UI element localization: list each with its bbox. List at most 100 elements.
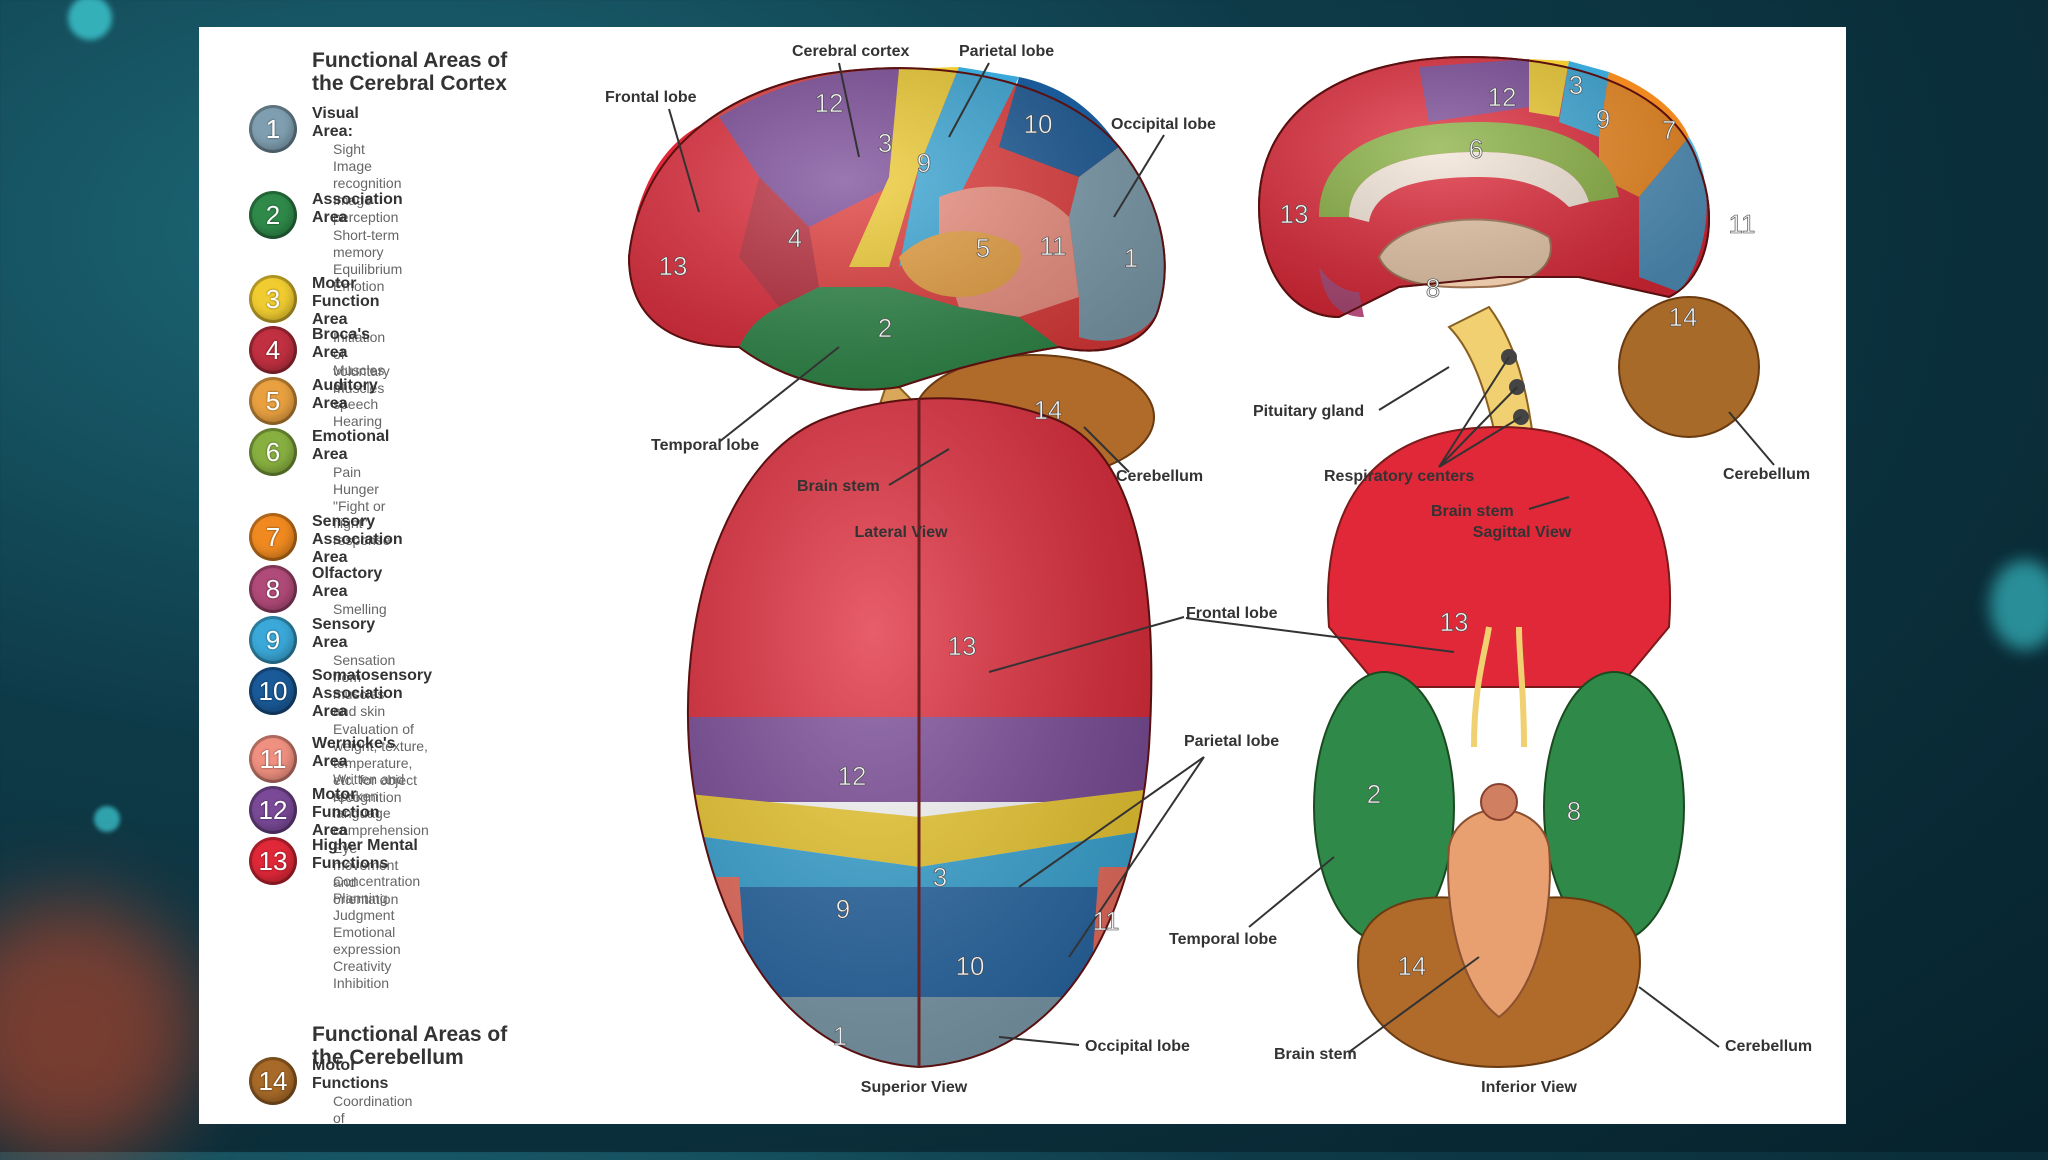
legend-item-detail: Sight bbox=[333, 141, 365, 157]
legend-item-name: Wernicke's Area bbox=[312, 735, 396, 770]
legend-item-detail: Muscles of speech bbox=[333, 362, 385, 412]
legend-item-detail: temperature, etc. for object recognition bbox=[333, 755, 418, 805]
legend-number-badge: 10 bbox=[249, 667, 297, 715]
inferior-label-cerebellum: Cerebellum bbox=[1725, 1038, 1812, 1055]
background-glow-left bbox=[94, 806, 120, 832]
sagittal-number-7: 7 bbox=[1662, 115, 1676, 145]
legend-item-name: Higher Mental Functions bbox=[312, 837, 418, 872]
legend-item-name: Motor Function Area bbox=[312, 275, 380, 328]
sagittal-label-respiratory-centers: Respiratory centers bbox=[1324, 468, 1474, 485]
legend-item-detail: Smelling bbox=[333, 601, 387, 617]
inferior-leader-cerebellum bbox=[1638, 986, 1720, 1048]
legend-item-name: Olfactory Area bbox=[312, 565, 383, 600]
lateral-number-5: 5 bbox=[976, 233, 990, 263]
inferior-pituitary bbox=[1480, 783, 1518, 821]
legend-item-name: Visual Area: bbox=[312, 105, 359, 140]
sagittal-leader-resp-1 bbox=[1438, 356, 1510, 468]
superior-label-occipital-lobe: Occipital lobe bbox=[1085, 1038, 1190, 1055]
legend-item-detail: Image perception bbox=[333, 192, 399, 225]
lateral-label-temporal-lobe: Temporal lobe bbox=[651, 437, 759, 454]
legend-item-name: Sensory Area bbox=[312, 616, 376, 651]
lateral-number-4: 4 bbox=[788, 223, 802, 253]
sagittal-number-3: 3 bbox=[1569, 70, 1583, 100]
lateral-leader-occipital bbox=[1113, 134, 1165, 218]
sagittal-label-pituitary-gland: Pituitary gland bbox=[1253, 403, 1364, 420]
inferior-label-brain-stem: Brain stem bbox=[1274, 1046, 1357, 1063]
lateral-label-cerebral-cortex: Cerebral cortex bbox=[792, 43, 909, 60]
olfactory-tract-left bbox=[1471, 626, 1492, 748]
superior-leader-parietal bbox=[1018, 756, 1205, 888]
legend-item-detail: Planning bbox=[333, 890, 388, 906]
brain-chart-card: Functional Areas of the Cerebral Cortex … bbox=[199, 27, 1846, 1124]
inferior-number-14: 14 bbox=[1398, 951, 1427, 981]
legend-number-badge: 7 bbox=[249, 513, 297, 561]
superior-number-11: 11 bbox=[1093, 906, 1120, 936]
lateral-leader-cortex bbox=[838, 62, 860, 158]
lateral-number-11: 11 bbox=[1040, 231, 1067, 261]
sagittal-leader-resp-3 bbox=[1438, 416, 1522, 468]
lateral-number-2: 2 bbox=[878, 313, 892, 343]
legend-item-detail: Written and spoken language comprehensio… bbox=[333, 771, 429, 838]
legend-item-detail: Emotional expression bbox=[333, 924, 401, 957]
sagittal-outline-shading bbox=[1257, 55, 1710, 319]
legend-number-badge: 13 bbox=[249, 837, 297, 885]
legend-item-detail: Hunger bbox=[333, 481, 379, 497]
inferior-label-temporal-lobe: Temporal lobe bbox=[1169, 931, 1277, 948]
sagittal-number-9: 9 bbox=[1596, 104, 1610, 134]
lateral-label-brain-stem: Brain stem bbox=[797, 478, 880, 495]
sagittal-label-brain-stem: Brain stem bbox=[1431, 503, 1514, 520]
legend-heading-line: Functional Areas of bbox=[312, 1023, 508, 1046]
sagittal-number-8: 8 bbox=[1426, 273, 1440, 303]
lateral-leader-stem bbox=[888, 448, 950, 486]
sagittal-number-11: 11 bbox=[1729, 209, 1756, 239]
legend-item-detail: Judgment bbox=[333, 907, 395, 923]
legend: Functional Areas of the Cerebral Cortex … bbox=[249, 49, 679, 1124]
superior-view-caption: Superior View bbox=[861, 1079, 968, 1096]
sagittal-number-14: 14 bbox=[1669, 302, 1698, 332]
superior-number-12: 12 bbox=[838, 761, 867, 791]
sagittal-number-6: 6 bbox=[1469, 134, 1483, 164]
superior-number-10: 10 bbox=[956, 951, 985, 981]
sagittal-leader-resp-2 bbox=[1438, 386, 1518, 468]
legend-number-badge: 9 bbox=[249, 616, 297, 664]
legend-item-detail: Initiation of voluntary muscles bbox=[333, 329, 390, 396]
legend-item-name: Auditory Area bbox=[312, 377, 378, 412]
legend-item-detail: Pain bbox=[333, 464, 362, 480]
lateral-leader-frontal bbox=[668, 108, 700, 213]
superior-label-parietal-lobe: Parietal lobe bbox=[1184, 733, 1279, 750]
legend-item-detail: Inhibition bbox=[333, 975, 390, 991]
legend-item-detail: Coordination of movement bbox=[333, 1093, 413, 1124]
legend-number-badge: 14 bbox=[249, 1057, 297, 1105]
lateral-number-9: 9 bbox=[917, 148, 931, 178]
legend-number-badge: 3 bbox=[249, 275, 297, 323]
lateral-leader-cerebellum bbox=[1083, 426, 1130, 473]
legend-item-detail: Emotion bbox=[333, 278, 385, 294]
lateral-label-parietal-lobe: Parietal lobe bbox=[959, 43, 1054, 60]
inferior-view-caption: Inferior View bbox=[1481, 1079, 1577, 1096]
superior-number-13: 13 bbox=[948, 631, 977, 661]
legend-cortex-heading: Functional Areas of the Cerebral Cortex bbox=[312, 49, 508, 95]
background-glow-right bbox=[1990, 560, 2048, 650]
legend-item-name: Association Area bbox=[312, 191, 403, 226]
legend-item-detail: Evaluation of weight, texture, bbox=[333, 721, 428, 754]
legend-item-detail: Image recognition bbox=[333, 158, 402, 191]
legend-item-name: Emotional Area bbox=[312, 428, 390, 463]
legend-number-badge: 12 bbox=[249, 786, 297, 834]
lateral-leader-parietal bbox=[948, 62, 990, 138]
lateral-label-cerebellum: Cerebellum bbox=[1116, 468, 1203, 485]
legend-item-detail: "Fight or flight" response bbox=[333, 498, 391, 548]
lateral-number-12: 12 bbox=[815, 88, 844, 118]
legend-item-name: Sensory Association Area bbox=[312, 513, 403, 566]
